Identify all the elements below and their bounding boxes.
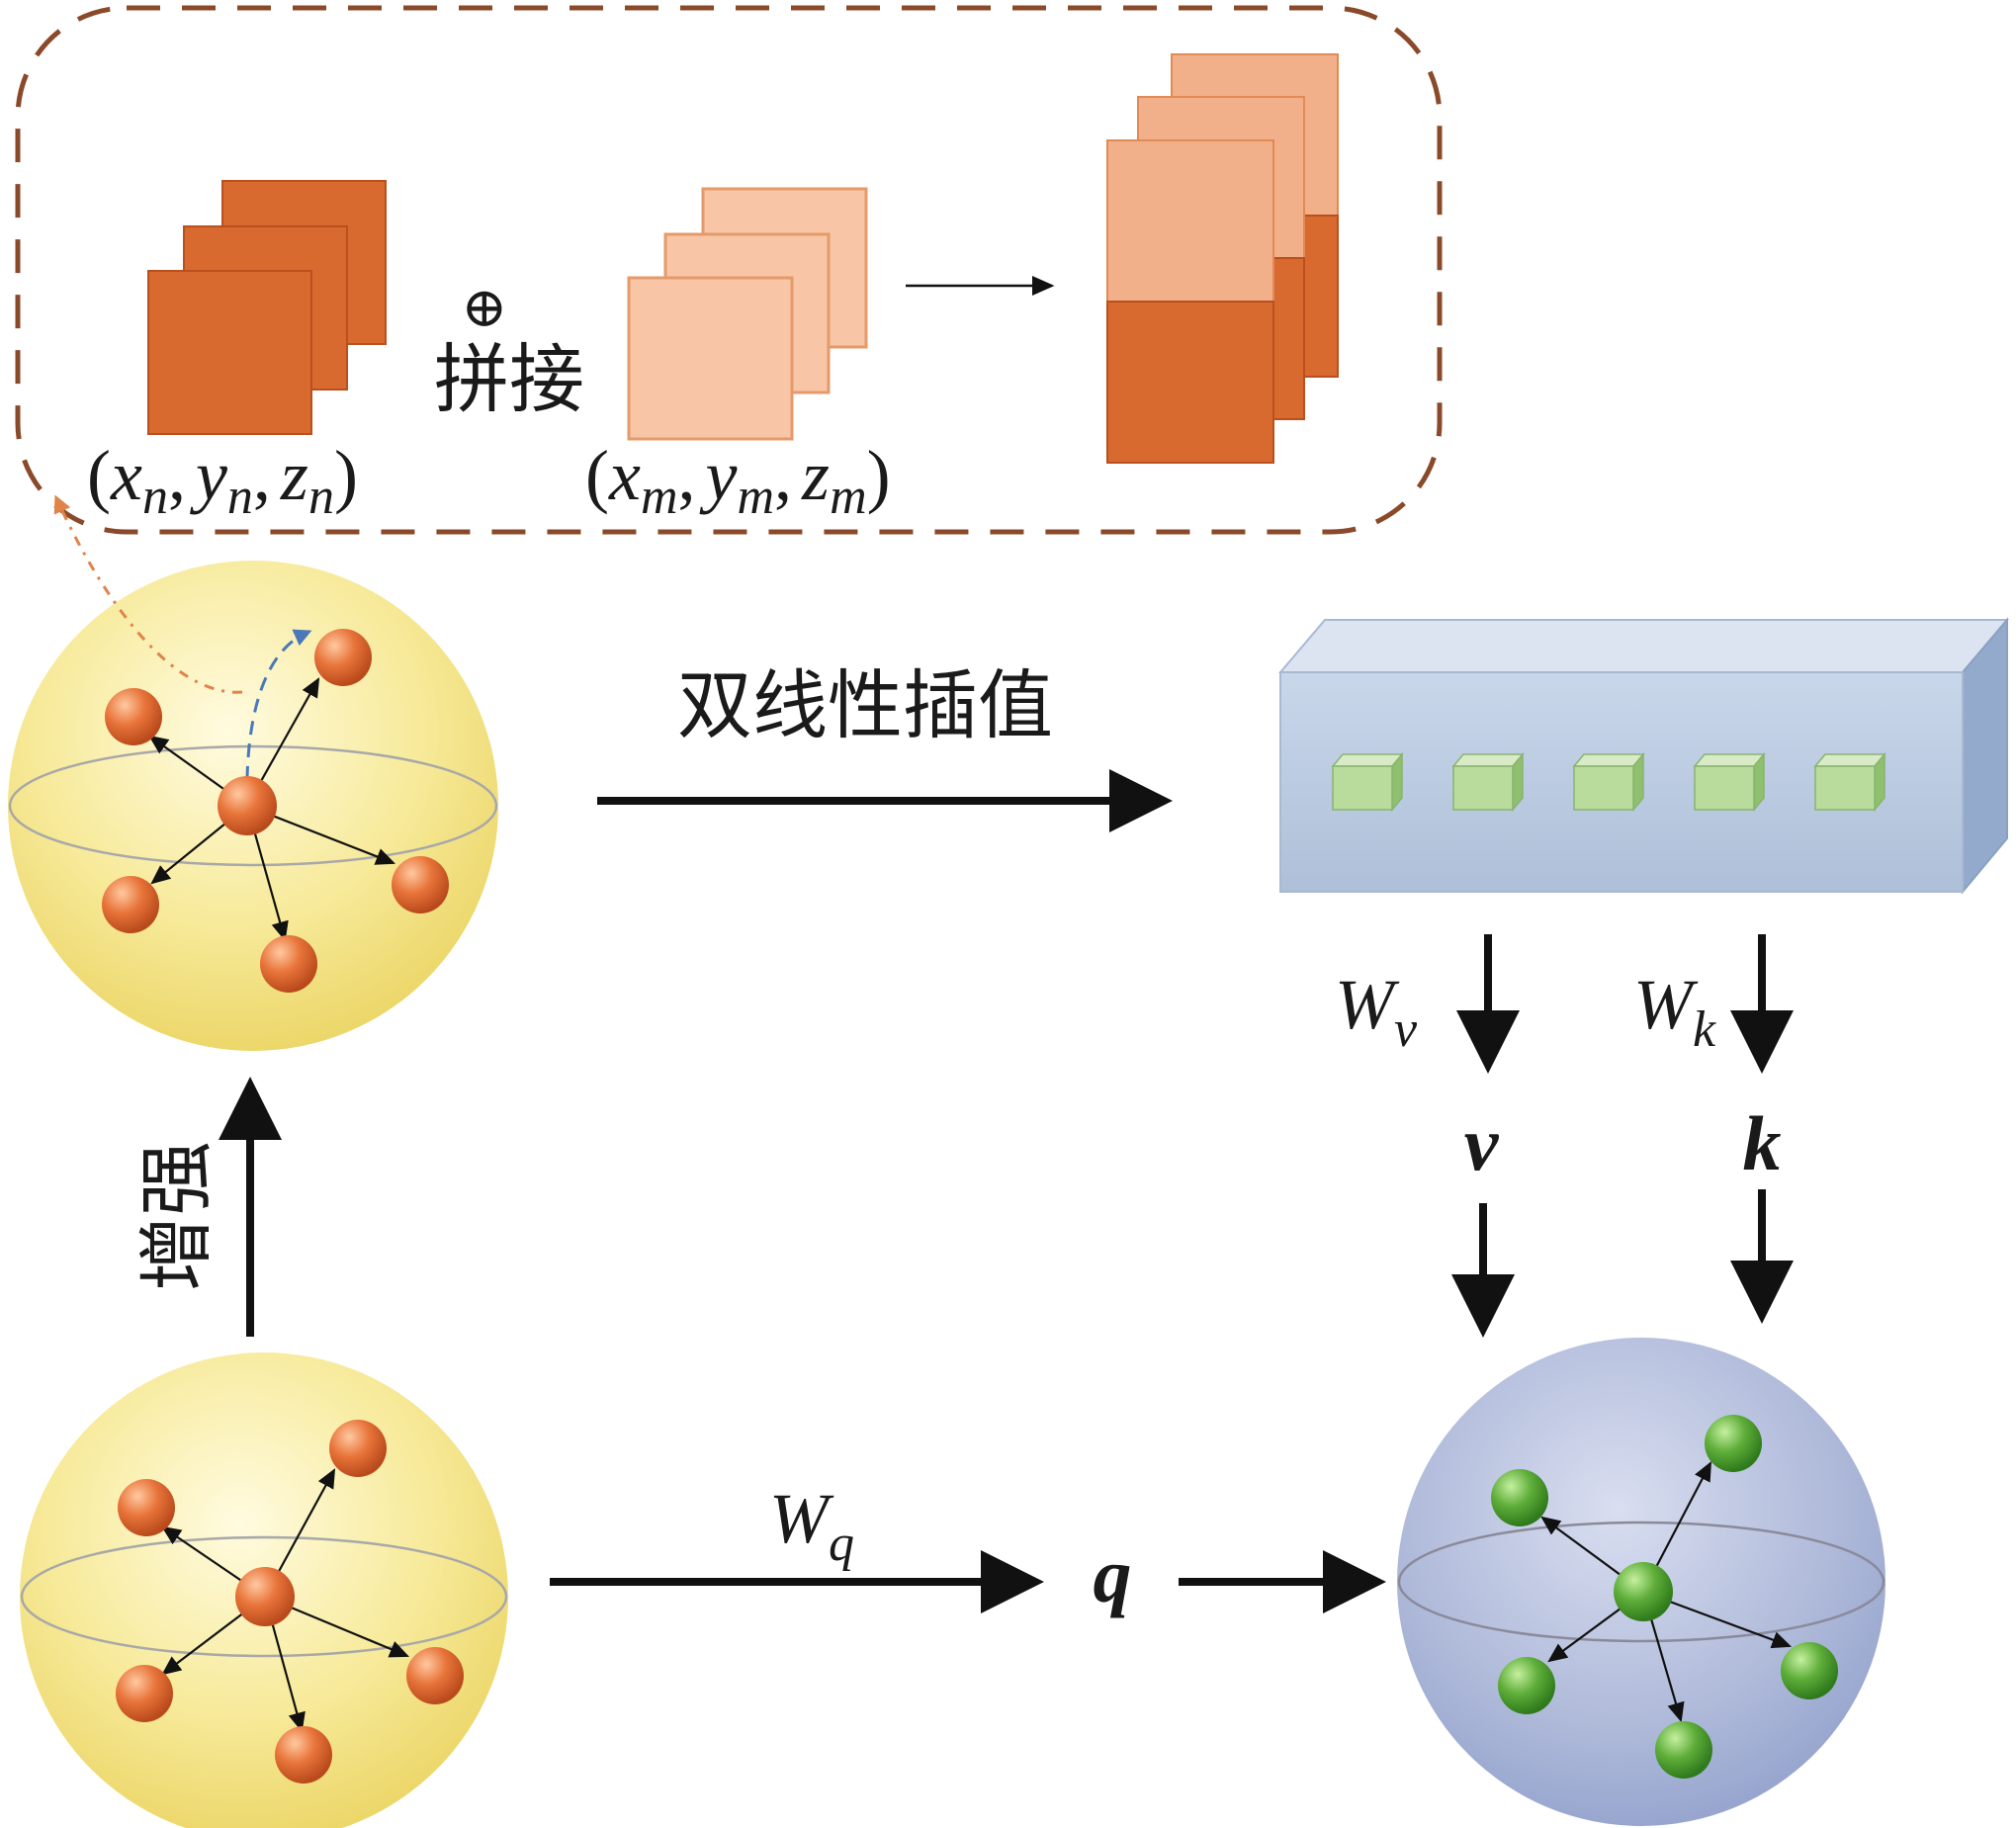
node-ball	[329, 1420, 387, 1477]
node-ball	[260, 935, 317, 993]
feedback-dashed-arrow	[53, 494, 243, 694]
node-ball	[1705, 1415, 1762, 1472]
attention-output-sphere	[1397, 1338, 1885, 1826]
node-ball	[314, 629, 372, 686]
enhance-label: 增强	[132, 1141, 220, 1291]
node-ball	[218, 776, 277, 835]
coord-label-n: (xn,yn,zn)	[87, 436, 358, 525]
node-ball	[1655, 1721, 1712, 1779]
node-ball	[118, 1479, 175, 1536]
wk-label: Wk	[1633, 965, 1716, 1058]
node-ball	[1781, 1642, 1838, 1699]
feature-stack-n	[147, 180, 387, 435]
k-vector-label: k	[1743, 1100, 1782, 1186]
enhanced-point-sphere	[8, 561, 498, 1051]
coord-label-m: (xm,ym,zm)	[585, 436, 891, 525]
input-point-sphere	[20, 1352, 508, 1828]
q-vector-label: q	[1094, 1532, 1132, 1618]
feature-cubes	[1331, 751, 1886, 813]
node-ball	[235, 1567, 295, 1626]
node-ball	[275, 1726, 332, 1784]
node-ball	[102, 876, 159, 933]
wq-label: Wq	[769, 1479, 854, 1572]
concat-label: 拼接	[434, 335, 584, 423]
node-ball	[406, 1647, 464, 1704]
feature-map-box	[1277, 617, 2010, 895]
node-ball	[105, 688, 162, 745]
concat-symbol: ⊕	[462, 278, 508, 339]
node-ball	[1491, 1469, 1548, 1526]
node-ball	[116, 1665, 173, 1722]
feature-stack-m	[627, 187, 868, 441]
wv-label: Wv	[1335, 965, 1418, 1058]
node-ball	[1614, 1562, 1673, 1621]
concat-dashed-box	[15, 5, 1443, 535]
node-ball	[1498, 1657, 1555, 1714]
v-vector-label: v	[1464, 1100, 1500, 1186]
concatenated-stack	[1106, 53, 1339, 464]
node-ball	[392, 856, 449, 914]
interpolation-label: 双线性插值	[677, 661, 1053, 749]
